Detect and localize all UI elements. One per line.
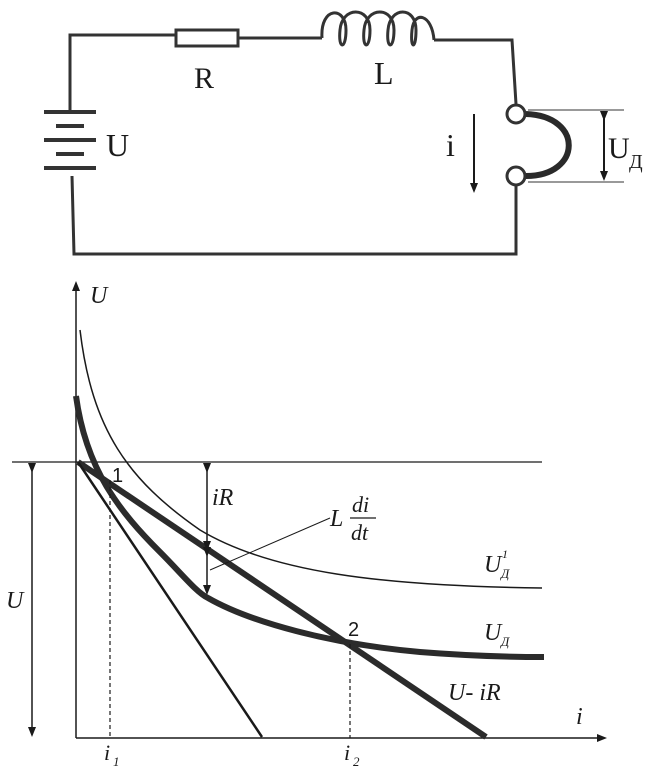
inductive-voltage-label-num: di [352,492,369,517]
curve-arc-label: U [484,620,503,646]
inductor-symbol [320,10,436,47]
resistor-symbol [174,28,240,48]
circuit-wire-right-bottom [70,175,518,256]
source-voltage-label: U [106,127,129,163]
supply-voltage-label: U [6,588,25,614]
arc-voltage-label-sub: Д [629,151,643,173]
curve-upper-label-sub: Д [499,566,510,581]
current-label: i [446,127,455,163]
inductive-voltage-leader [209,517,331,571]
arc-voltage-label: U [608,132,630,165]
circuit-diagram: R L U i U Д [44,10,643,256]
intersection-point-1-label: 1 [112,465,123,487]
load-line [76,459,488,740]
load-line-label: U- iR [448,680,501,706]
curve-upper-label-sup: 1 [502,547,508,561]
curve-arc-label-sub: Д [499,634,510,649]
intersection-point-2-label: 2 [348,619,359,641]
inductive-voltage-label-den: dt [351,520,369,545]
steep-load-line [76,461,264,738]
curve-upper-label: U [484,552,503,578]
x-tick-i2-sub: 2 [353,754,360,769]
x-tick-i1: i [104,740,110,765]
electric-arc [525,111,572,179]
inductive-voltage-label-L: L [329,506,343,532]
x-tick-i1-sub: 1 [113,754,120,769]
battery-symbol [44,110,96,170]
circuit-wire-top-left [68,33,176,110]
x-tick-i2: i [344,740,350,765]
inductor-label: L [374,55,394,91]
x-axis-label: i [576,704,583,730]
ir-drop-label: iR [212,485,234,511]
circuit-wire-top-right [434,38,518,105]
resistor-label: R [194,62,214,95]
curve-arc-characteristic [73,395,545,660]
electrode-top [505,103,527,125]
y-axis-label: U [90,283,109,309]
volt-ampere-graph: U i U 1 2 i 1 i 2 iR L di dt [6,281,607,769]
electrode-bottom [505,165,527,187]
curve-upper-arc-characteristic [79,329,543,589]
